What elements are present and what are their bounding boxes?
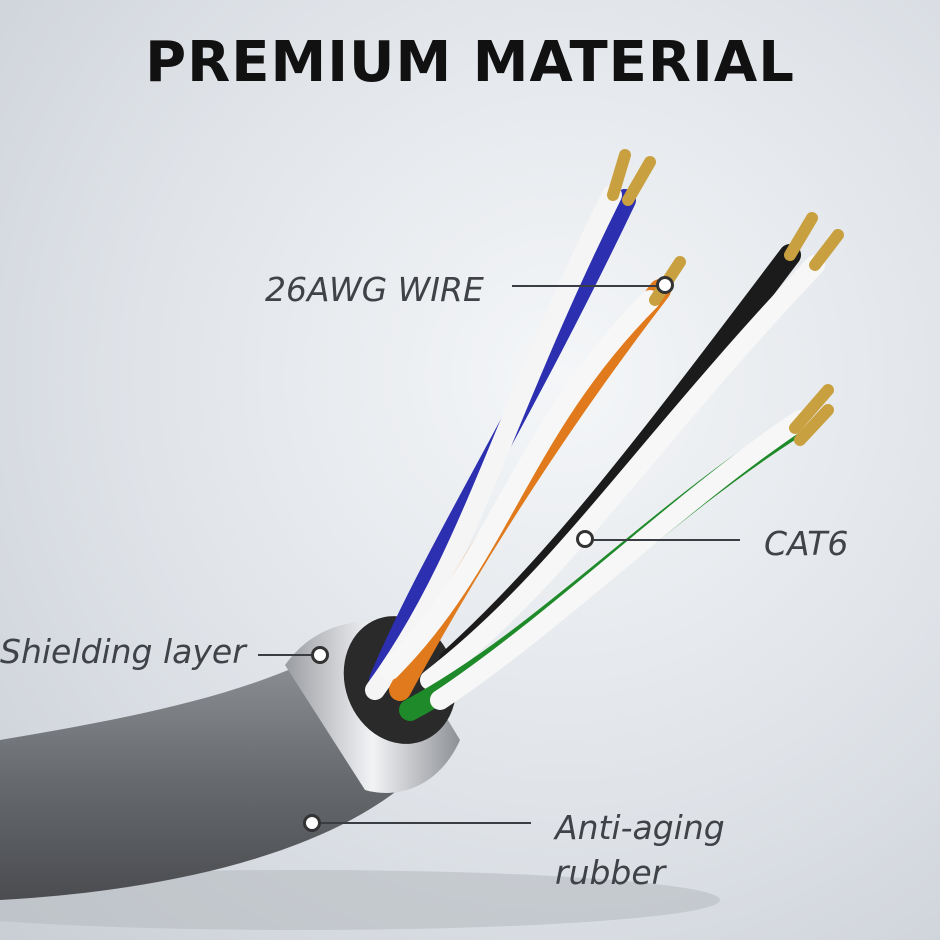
callout-dot-shield: [311, 646, 329, 664]
label-26awg-wire: 26AWG WIRE: [265, 270, 484, 309]
callout-dot-wire: [656, 276, 674, 294]
callout-line-shield: [258, 654, 313, 656]
callout-line-wire: [512, 285, 658, 287]
label-rubber: rubber: [555, 853, 666, 892]
callout-dot-jacket: [303, 814, 321, 832]
wire-pairs: [365, 185, 825, 721]
callout-line-cat6: [592, 539, 740, 541]
callout-line-jacket: [321, 822, 531, 824]
callout-dot-cat6: [576, 530, 594, 548]
label-anti-aging: Anti-aging: [555, 808, 725, 847]
label-shielding-layer: Shielding layer: [0, 632, 246, 671]
label-cat6: CAT6: [764, 524, 849, 563]
rubber-jacket: [0, 665, 410, 900]
page-title: PREMIUM MATERIAL: [145, 30, 795, 95]
